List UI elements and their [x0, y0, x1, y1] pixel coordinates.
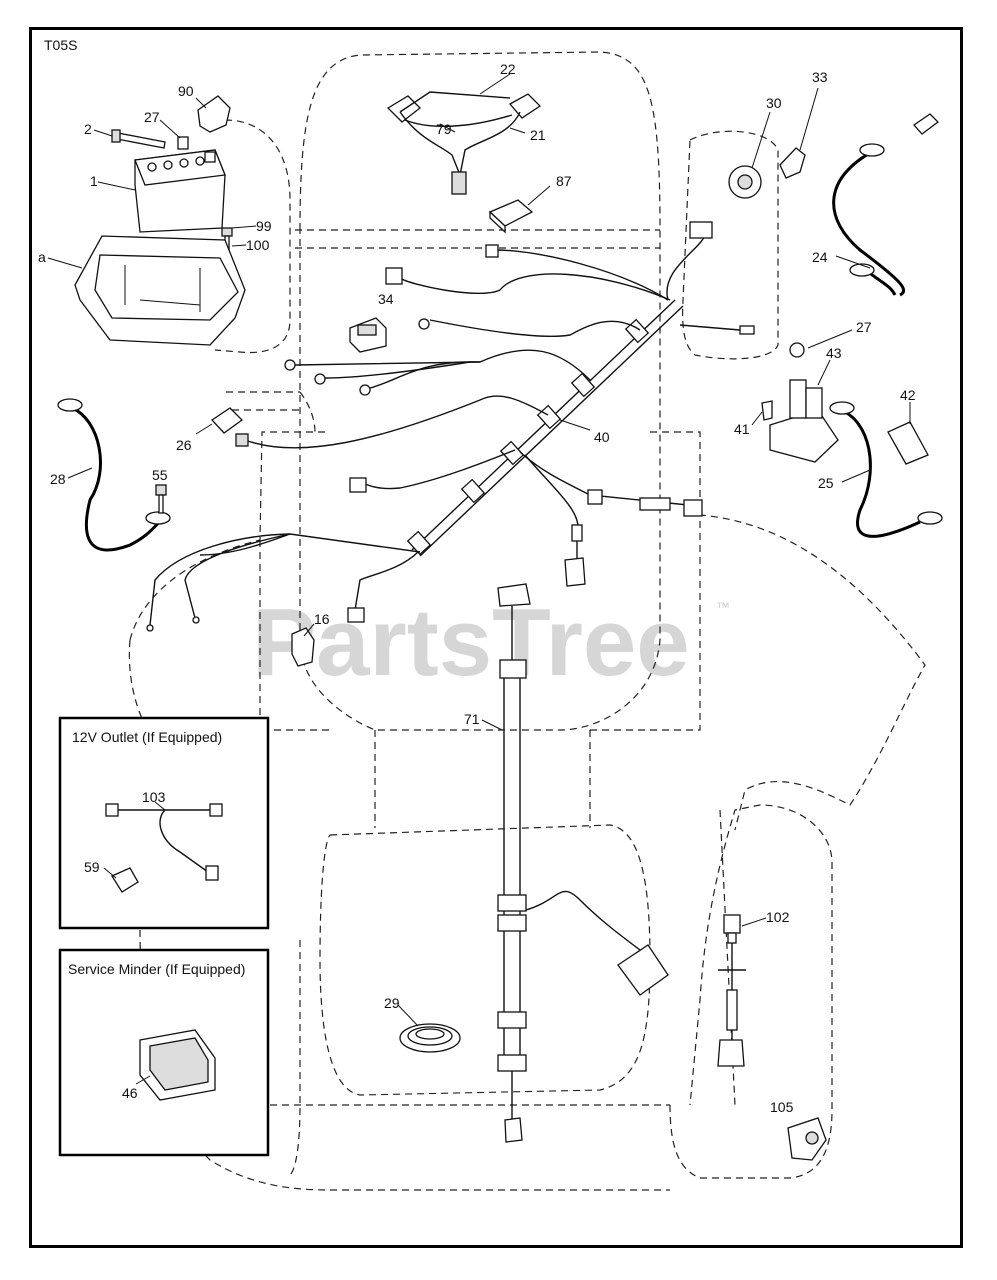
callout-a: a [38, 249, 46, 265]
callout-41: 41 [734, 421, 750, 437]
inset-service-minder-title: Service Minder (If Equipped) [68, 961, 245, 977]
watermark: PartsTree [252, 589, 690, 696]
harness-71 [481, 583, 669, 1143]
diagram-frame [29, 27, 963, 1248]
battery-group [47, 95, 257, 346]
callout-43: 43 [826, 345, 842, 361]
callout-71: 71 [464, 711, 480, 727]
callout-30: 30 [766, 95, 782, 111]
callout-90: 90 [178, 83, 194, 99]
callout-103: 103 [142, 789, 166, 805]
coil-29 [397, 1004, 461, 1053]
inset-service-minder: Service Minder (If Equipped) [58, 948, 270, 1157]
callout-21: 21 [530, 127, 546, 143]
callout-27a: 27 [144, 109, 160, 125]
inset-12v-outlet: 12V Outlet (If Equipped) [58, 716, 270, 930]
callout-24: 24 [812, 249, 828, 265]
callout-99: 99 [256, 218, 272, 234]
diagram-code: T05S [44, 37, 77, 53]
callout-59: 59 [84, 859, 100, 875]
callouts: 90 2 27 1 99 100 a 22 79 21 87 30 33 24 … [38, 61, 916, 1115]
watermark-trademark: ™ [716, 599, 730, 615]
connector-87 [488, 185, 551, 234]
main-harness-40 [146, 221, 755, 632]
callout-34: 34 [378, 291, 394, 307]
ignition-switch [728, 87, 819, 199]
callout-100: 100 [246, 237, 270, 253]
part-105 [787, 1117, 827, 1161]
callout-102: 102 [766, 909, 790, 925]
callout-26: 26 [176, 437, 192, 453]
callout-42: 42 [900, 387, 916, 403]
callout-16: 16 [314, 611, 330, 627]
inset-12v-outlet-title: 12V Outlet (If Equipped) [72, 729, 222, 745]
callout-25: 25 [818, 475, 834, 491]
harness-102 [717, 914, 767, 1067]
callout-105: 105 [770, 1099, 794, 1115]
callout-55: 55 [152, 467, 168, 483]
connector-16 [291, 623, 315, 667]
callout-27b: 27 [856, 319, 872, 335]
fuse-holder-26 [195, 407, 249, 447]
callout-33: 33 [812, 69, 828, 85]
callout-87: 87 [556, 173, 572, 189]
callout-1: 1 [90, 173, 98, 189]
callout-29: 29 [384, 995, 400, 1011]
callout-2: 2 [84, 121, 92, 137]
callout-46: 46 [122, 1085, 138, 1101]
solenoid-group [751, 329, 943, 538]
callout-22: 22 [500, 61, 516, 77]
switch-34 [349, 317, 387, 353]
cable-24 [832, 113, 939, 297]
callout-40: 40 [594, 429, 610, 445]
callout-79: 79 [436, 121, 452, 137]
cable-28 [57, 398, 171, 552]
headlight-harness [386, 73, 542, 195]
callout-28: 28 [50, 471, 66, 487]
